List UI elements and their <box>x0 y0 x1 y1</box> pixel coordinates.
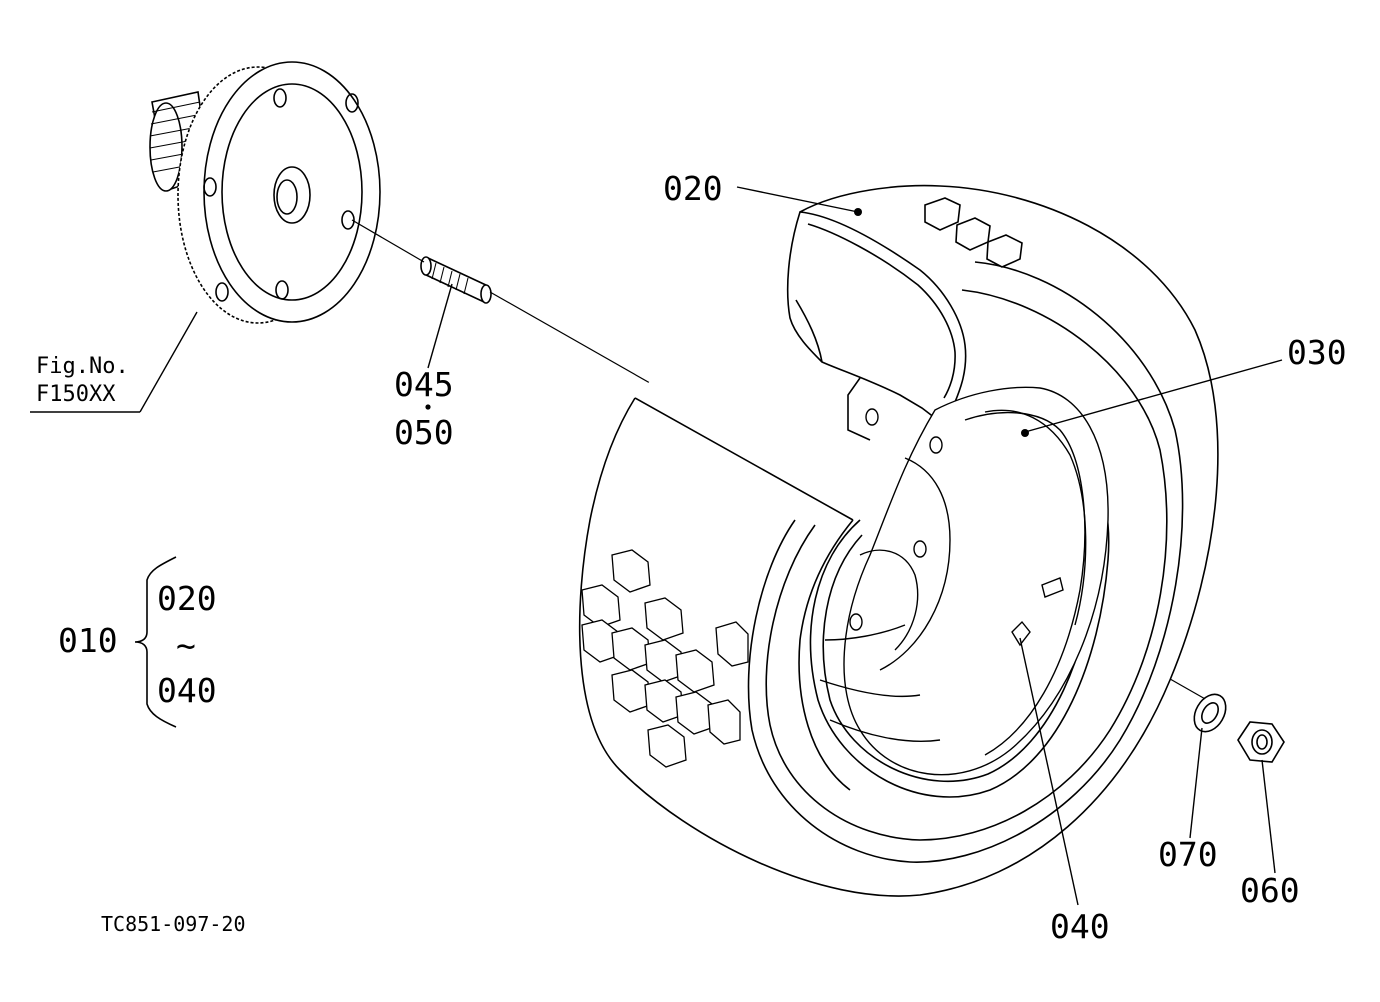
label-040: 040 <box>1050 907 1110 946</box>
label-050: 050 <box>394 413 454 452</box>
label-020: 020 <box>663 169 723 208</box>
lock-washer-icon <box>1193 693 1227 733</box>
fig-no-leader <box>30 311 198 413</box>
wheel-hub-flange-icon <box>149 61 381 324</box>
wheel-rim-icon <box>819 386 1109 776</box>
stud-bolt-icon <box>420 256 492 304</box>
label-045: 045 <box>394 365 454 404</box>
valve-stem-icon <box>1011 620 1079 906</box>
leader-dots <box>425 208 1029 437</box>
label-range-symbol: ~ <box>176 626 196 665</box>
hex-nut-icon <box>1237 721 1285 763</box>
leader-lines <box>427 186 1283 874</box>
label-range-start: 020 <box>157 579 217 618</box>
label-070: 070 <box>1158 835 1218 874</box>
label-030: 030 <box>1287 333 1347 372</box>
assembly-brace <box>134 556 177 728</box>
drawing-code: TC851-097-20 <box>101 912 246 936</box>
label-010: 010 <box>58 621 118 660</box>
fig-no-value: F150XX <box>36 382 116 407</box>
fig-no-caption: Fig.No. <box>36 354 129 379</box>
label-060: 060 <box>1240 871 1300 910</box>
label-range-end: 040 <box>157 671 217 710</box>
